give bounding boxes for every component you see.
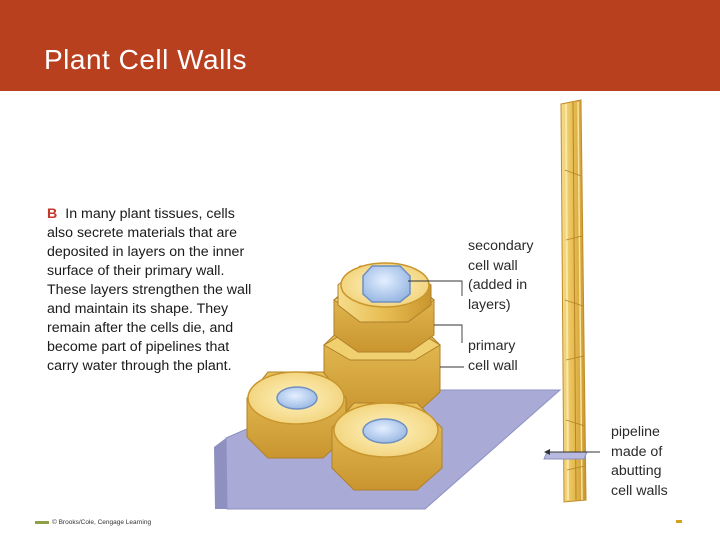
slide-title: Plant Cell Walls (44, 44, 248, 75)
caption-body: In many plant tissues, cells also secret… (47, 206, 252, 374)
label-primary-cell-wall: primary cell wall (468, 338, 518, 374)
credit-bar (35, 521, 49, 524)
copyright-credit: © Brooks/Cole, Cengage Learning (52, 519, 152, 526)
header-bar (0, 0, 720, 91)
tall-cell (322, 262, 441, 416)
front-cell (331, 402, 443, 491)
label-pipeline: pipeline made of abutting cell walls (611, 424, 668, 499)
page-marker (676, 520, 682, 523)
caption-tag: B (47, 206, 58, 222)
left-cell (246, 371, 347, 459)
leader-lines (408, 280, 600, 455)
label-secondary-cell-wall: secondary cell wall (added in layers) (468, 238, 534, 313)
cell-wall-illustration (214, 99, 600, 510)
pipeline-column (543, 99, 588, 503)
